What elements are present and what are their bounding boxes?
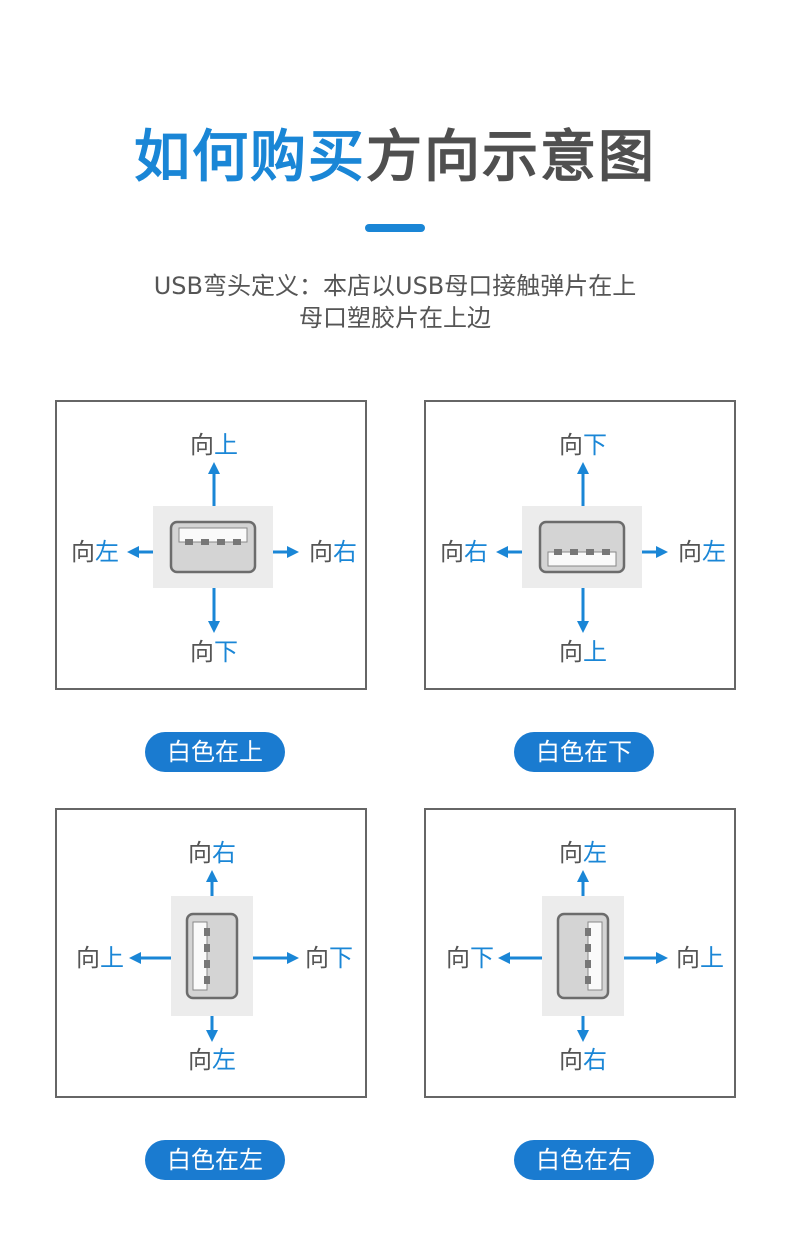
arrow-left-icon — [498, 952, 542, 964]
label-bottom: 向下 — [190, 638, 238, 666]
label-top: 向右 — [188, 839, 236, 867]
label-top: 向上 — [190, 431, 238, 459]
label-left: 向下 — [446, 944, 494, 972]
arrow-down-icon — [206, 1016, 218, 1042]
subtitle-line-2: 母口塑胶片在上边 — [299, 304, 491, 332]
arrow-down-icon — [577, 588, 589, 633]
label-top: 向左 — [559, 839, 607, 867]
diagram-panel-white-left: 向右 向左 向上 向下 — [55, 808, 367, 1098]
label-left: 向右 — [440, 538, 488, 566]
arrow-right-icon — [642, 546, 668, 558]
arrow-up-icon — [577, 870, 589, 896]
arrow-up-icon — [206, 870, 218, 896]
arrow-right-icon — [253, 952, 299, 964]
title-underline — [365, 224, 425, 232]
usb-port-icon — [171, 896, 253, 1016]
arrow-up-icon — [208, 462, 220, 506]
arrow-right-icon — [624, 952, 668, 964]
arrow-down-icon — [577, 1016, 589, 1042]
caption-pill: 白色在下 — [514, 732, 654, 772]
usb-port-icon — [542, 896, 624, 1016]
diagram-panel-white-bottom: 向下 向上 向右 向左 — [424, 400, 736, 690]
label-left: 向上 — [76, 944, 124, 972]
arrow-left-icon — [127, 546, 153, 558]
label-right: 向右 — [309, 538, 357, 566]
label-right: 向下 — [305, 944, 353, 972]
subtitle-line-1: USB弯头定义：本店以USB母口接触弹片在上 — [153, 272, 637, 300]
arrow-up-icon — [577, 462, 589, 506]
arrow-left-icon — [129, 952, 171, 964]
arrow-left-icon — [496, 546, 522, 558]
page-title: 如何购买方向示意图 — [0, 118, 790, 198]
label-top: 向下 — [559, 431, 607, 459]
caption-pill: 白色在左 — [145, 1140, 285, 1180]
title-rest: 方向示意图 — [366, 125, 656, 190]
label-left: 向左 — [71, 538, 119, 566]
caption-pill: 白色在右 — [514, 1140, 654, 1180]
diagram-panel-white-top: 向上 向下 向左 向右 — [55, 400, 367, 690]
diagram-panel-white-right: 向左 向右 向下 向上 — [424, 808, 736, 1098]
label-bottom: 向上 — [559, 638, 607, 666]
arrow-right-icon — [273, 546, 299, 558]
label-bottom: 向左 — [188, 1046, 236, 1074]
label-right: 向左 — [678, 538, 726, 566]
arrow-down-icon — [208, 588, 220, 633]
usb-port-icon — [522, 506, 642, 588]
usb-port-icon — [153, 506, 273, 588]
title-highlight: 如何购买 — [134, 125, 366, 190]
caption-pill: 白色在上 — [145, 732, 285, 772]
label-right: 向上 — [676, 944, 724, 972]
label-bottom: 向右 — [559, 1046, 607, 1074]
